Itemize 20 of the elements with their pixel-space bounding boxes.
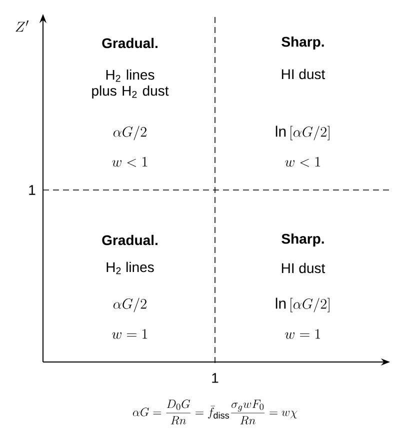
definition-formula: $\alpha G = \frac{D_0 G}{Rn} = \bar{f}_{\rm diss}\frac{\sigma_g w F_0}{Rn} = w\chi$ xyxy=(132,399,298,425)
quadrant-heading: Gradual. xyxy=(102,234,158,246)
quadrant-heading: Sharp. xyxy=(282,36,324,50)
scaling-formula: $\ln\,[\alpha G/2]$ xyxy=(276,126,330,140)
condition-formula: $w<1$ xyxy=(285,156,320,167)
quadrant-heading: Gradual. xyxy=(102,38,158,48)
scaling-formula: $\ln\,[\alpha G/2]$ xyxy=(276,298,330,312)
regime-text: HI dust xyxy=(282,68,326,80)
condition-formula: $w=1$ xyxy=(112,329,148,339)
scaling-formula: $\alpha G/2$ xyxy=(113,126,146,140)
condition-formula: $w<1$ xyxy=(112,156,148,167)
condition-formula: $w=1$ xyxy=(285,329,320,339)
scaling-formula: $\alpha G/2$ xyxy=(113,298,146,312)
regime-text: H$_{2}$ lines plus H$_{2}$ dust xyxy=(92,69,169,99)
regime-text: HI dust xyxy=(282,262,326,274)
quadrant-heading: Sharp. xyxy=(282,233,324,247)
axis-label: $Z'$ xyxy=(16,20,28,32)
tick-label: 1 xyxy=(212,373,218,383)
tick-label: 1 xyxy=(29,185,36,195)
regime-text: H$_{2}$ lines xyxy=(106,262,154,274)
